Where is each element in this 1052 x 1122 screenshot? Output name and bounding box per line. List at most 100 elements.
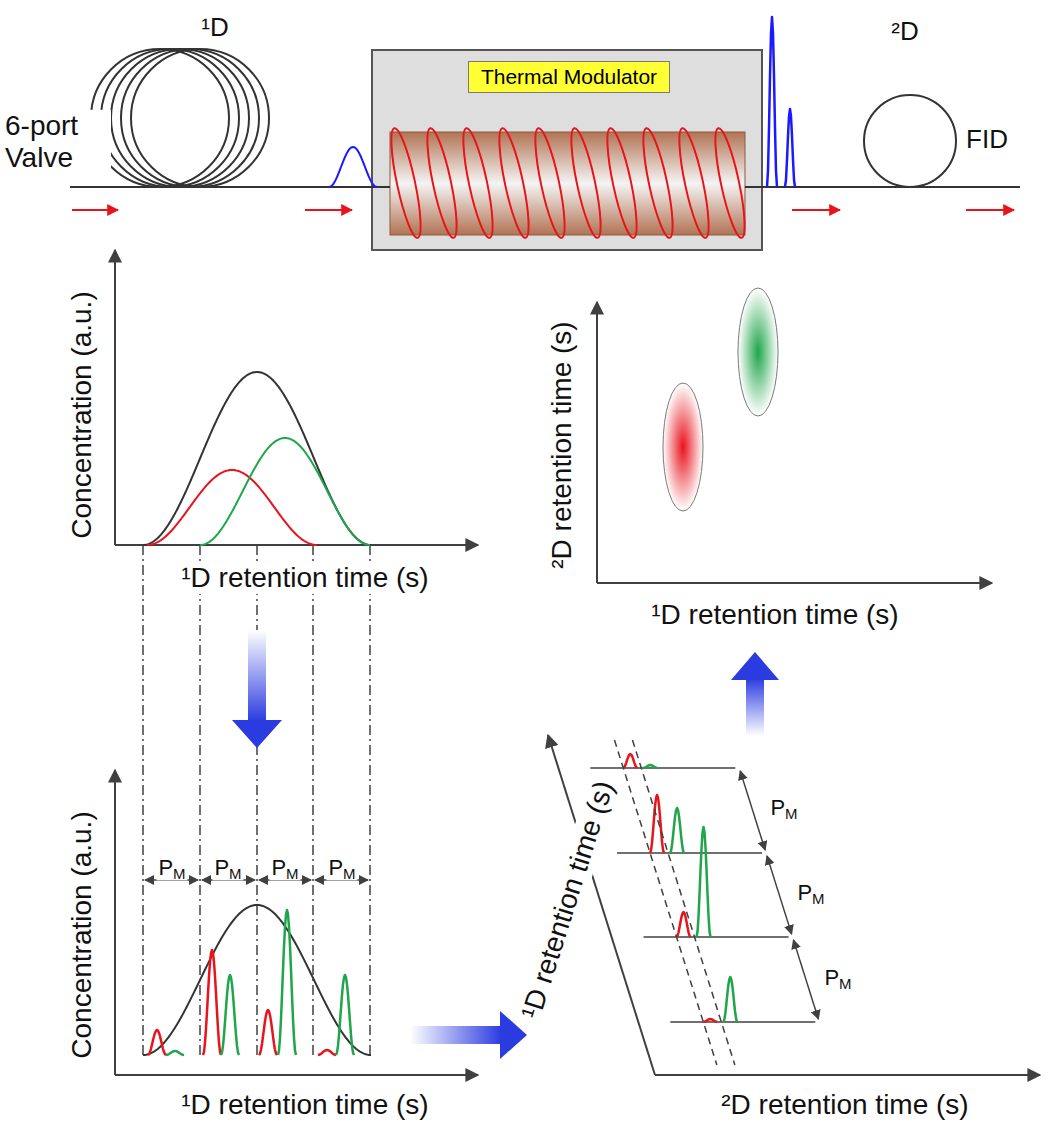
- period-label: PM: [795, 880, 826, 905]
- modulation-slice: [632, 740, 734, 1065]
- modulation-slice: [590, 767, 735, 769]
- process-arrow: [248, 630, 266, 722]
- flow-arrow: [72, 209, 118, 211]
- period-label: PM: [269, 855, 300, 880]
- heater-coil: [386, 126, 427, 239]
- period-label: PM: [768, 795, 799, 820]
- chromatogram-trace: [147, 470, 317, 545]
- slice-boundary: [256, 545, 258, 1055]
- chart-axis: [115, 250, 1040, 1075]
- heater-coil: [458, 126, 499, 239]
- heater-coil: [602, 126, 643, 239]
- contour-spot: [663, 288, 778, 511]
- process-arrow: [410, 1026, 502, 1044]
- chart-axis: [114, 770, 116, 1075]
- blue-peak: [767, 17, 777, 187]
- modulation-slice: [723, 977, 737, 1022]
- column-label: ²D: [889, 17, 920, 47]
- chromatogram-trace: [143, 905, 371, 1055]
- chromatogram-trace: [278, 910, 296, 1055]
- process-arrow: [232, 630, 779, 1059]
- chromatogram-trace: [200, 438, 370, 545]
- slice-boundary: [369, 545, 371, 1055]
- period-label: PM: [822, 965, 853, 990]
- first-dimension-column: [131, 49, 269, 187]
- modulator-housing: [372, 50, 762, 250]
- chart-axis: [597, 582, 992, 584]
- blue-peak: [329, 147, 377, 187]
- heater-coil: [422, 126, 463, 239]
- first-dimension-column: [121, 49, 259, 187]
- process-arrow: [500, 1011, 527, 1059]
- valve-label: 6-port Valve: [3, 110, 111, 174]
- process-arrow: [731, 652, 779, 680]
- node-text: Thermal Modulator: [481, 64, 657, 89]
- process-arrow: [232, 720, 282, 748]
- flow-arrow: [966, 209, 1014, 211]
- chromatogram-trace: [143, 372, 371, 545]
- chromatogram-trace: [336, 975, 354, 1055]
- modulation-slice: [644, 936, 789, 938]
- period-label: PM: [156, 855, 187, 880]
- axis-label: ¹D retention time (s): [179, 562, 430, 594]
- axis-label: ¹D retention time (s): [649, 599, 900, 631]
- flow-arrow: [792, 209, 840, 211]
- contour-spot: [663, 383, 703, 511]
- heater-coil: [494, 126, 535, 239]
- chromatogram-trace: [221, 975, 239, 1055]
- period-arrow: [740, 771, 765, 850]
- chart-axis: [115, 544, 478, 546]
- blue-peak: [329, 17, 795, 187]
- column-label: ¹D: [199, 13, 230, 43]
- slice-boundary: [143, 545, 370, 1055]
- chromatogram-trace: [143, 372, 371, 1055]
- axis-label: Concentration (a.u.): [66, 289, 98, 540]
- modulation-slice: [617, 852, 762, 854]
- chromatogram-trace: [203, 950, 221, 1055]
- process-arrow: [746, 678, 764, 736]
- heater-coil: [638, 126, 679, 239]
- modulation-slice: [670, 808, 684, 853]
- axis-label: ¹D retention time (s): [179, 1089, 430, 1121]
- blue-peak: [785, 109, 795, 187]
- chromatogram-trace: [259, 1010, 277, 1055]
- axis-label: ²D retention time (s): [546, 319, 578, 570]
- period-arrow: [767, 856, 792, 934]
- period-label: PM: [212, 855, 243, 880]
- modulator-label-box: Thermal Modulator: [468, 61, 670, 92]
- flow-arrow: [72, 209, 1014, 211]
- slice-boundary: [142, 545, 144, 1055]
- period-label: PM: [326, 855, 357, 880]
- gas-line: [70, 186, 390, 188]
- modulation-slice: [697, 827, 711, 937]
- chart-axis: [114, 250, 116, 545]
- modulation-slice: [670, 1021, 815, 1023]
- axis-label: ²D retention time (s): [719, 1089, 970, 1121]
- first-dimension-column: [91, 49, 269, 187]
- axis-label: ¹D retention time (s): [515, 775, 621, 1024]
- modulation-slice: [643, 765, 657, 768]
- modulation-slice: [703, 1019, 717, 1022]
- modulation-slice: [590, 740, 815, 1065]
- heater-coil: [674, 126, 715, 239]
- heater-coil: [710, 126, 751, 239]
- heater-coil: [386, 126, 751, 239]
- chromatogram-trace: [318, 1050, 336, 1055]
- gas-line: [70, 186, 1020, 188]
- modulation-slice: [614, 740, 716, 1065]
- heater-coil: [566, 126, 607, 239]
- modulation-slice: [623, 754, 637, 768]
- chart-axis: [655, 1074, 1040, 1076]
- chart-axis: [596, 302, 598, 583]
- chromatogram-trace: [148, 1030, 166, 1055]
- axis-label: Concentration (a.u.): [66, 809, 98, 1060]
- detector-label: FID: [964, 125, 1010, 155]
- period-arrow: [793, 940, 818, 1019]
- chart-axis: [115, 1074, 478, 1076]
- modulator-housing: [372, 50, 762, 250]
- period-arrow: [145, 771, 818, 1019]
- flow-arrow: [305, 209, 352, 211]
- contour-spot: [738, 288, 778, 416]
